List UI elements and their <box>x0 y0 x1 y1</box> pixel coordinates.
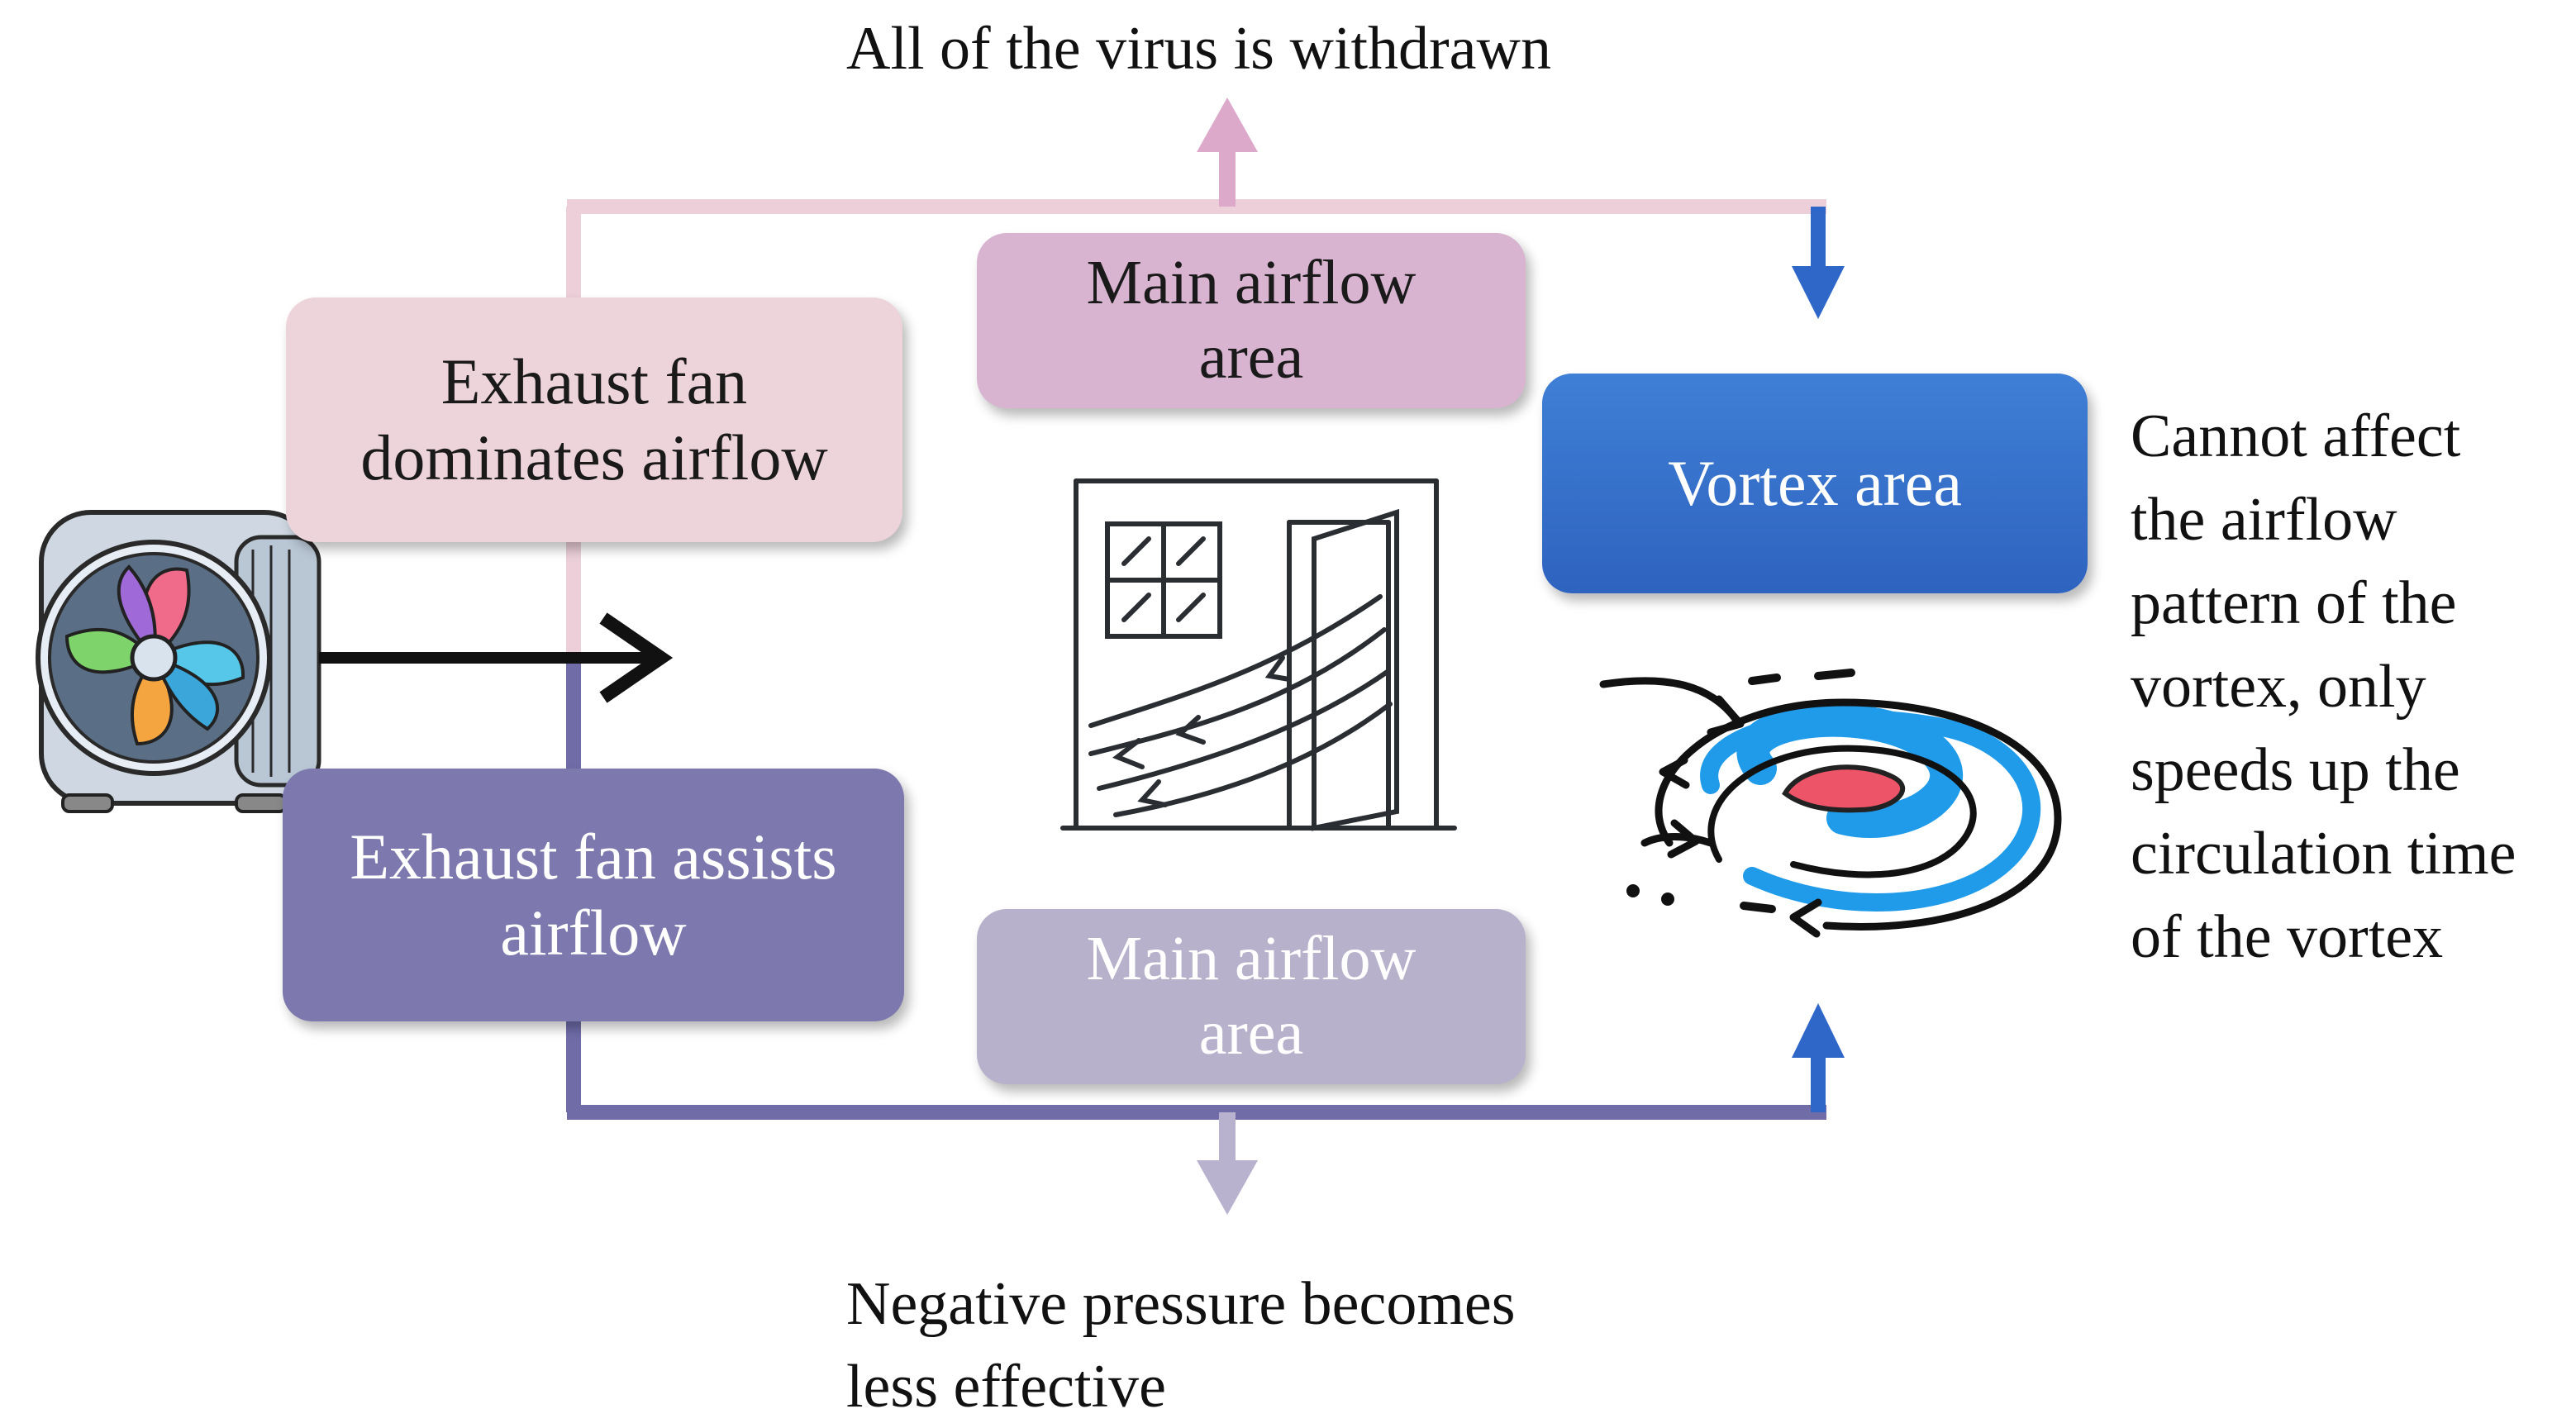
bottom-outcome-line: Negative pressure becomes <box>846 1270 1516 1338</box>
vortex-in-arrow-up <box>1792 1003 1845 1112</box>
main-airflow-top-box: Main airflow area <box>977 233 1526 408</box>
vortex-note-label: Cannot affect the airflow pattern of the… <box>2131 395 2516 979</box>
vortex-note-line: of the vortex <box>2131 903 2444 971</box>
top-outcome-label: All of the virus is withdrawn <box>846 15 1551 83</box>
vortex-note-line: pattern of the <box>2131 569 2457 637</box>
vortex-area-label: Vortex area <box>1668 446 1962 519</box>
main-airflow-top-label: Main airflow area <box>1086 248 1417 392</box>
main-airflow-bottom-label: Main airflow area <box>1086 924 1417 1068</box>
exhaust-fan-assists-label: Exhaust fan assists airflow <box>350 820 837 969</box>
room-airflow-icon <box>1060 478 1457 831</box>
bottom-outcome-arrow <box>1197 1112 1258 1215</box>
vortex-note-line: vortex, only <box>2131 653 2426 721</box>
vortex-note-line: Cannot affect <box>2131 402 2461 470</box>
vortex-note-line: the airflow <box>2131 486 2397 554</box>
exhaust-fan-icon <box>36 510 321 813</box>
exhaust-fan-dominates-label: Exhaust fan dominates airflow <box>360 345 828 493</box>
exhaust-fan-assists-box: Exhaust fan assists airflow <box>283 769 904 1021</box>
vortex-swirl-icon <box>1599 669 2062 938</box>
top-outcome-arrow <box>1197 98 1258 207</box>
vortex-area-box: Vortex area <box>1542 374 2088 593</box>
bottom-outcome-label: Negative pressure becomes less effective <box>846 1263 1516 1428</box>
vortex-note-line: circulation time <box>2131 820 2516 888</box>
vortex-in-arrow-down <box>1792 207 1845 319</box>
main-airflow-bottom-box: Main airflow area <box>977 909 1526 1084</box>
exhaust-fan-dominates-box: Exhaust fan dominates airflow <box>286 298 902 542</box>
bottom-outcome-line: less effective <box>846 1353 1166 1421</box>
vortex-note-line: speeds up the <box>2131 736 2460 804</box>
fan-output-arrow <box>319 612 674 703</box>
